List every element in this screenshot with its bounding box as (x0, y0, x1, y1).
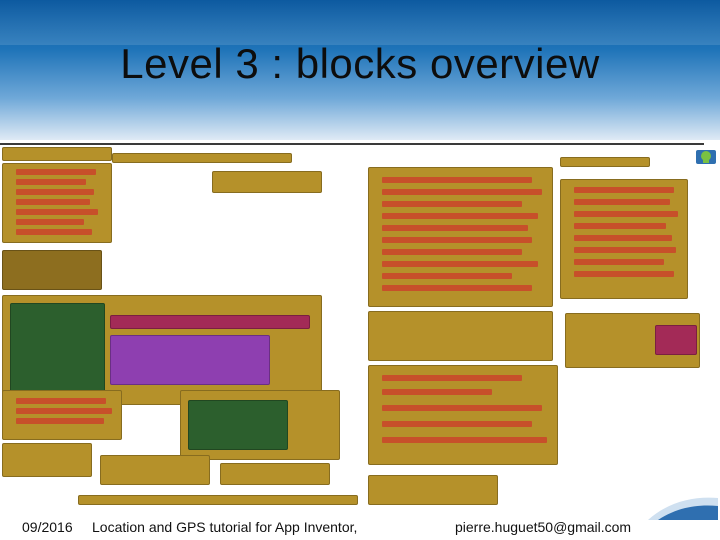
block-row (574, 223, 666, 229)
block-initialize-global-info[interactable] (560, 157, 650, 167)
block-event-right-main[interactable] (560, 179, 688, 299)
block-row (382, 273, 512, 279)
block-row (574, 259, 664, 265)
block-row (574, 247, 676, 253)
block-row (574, 187, 674, 193)
block-event-parameters[interactable] (368, 311, 553, 361)
block-row (382, 405, 542, 411)
block-set-label-text[interactable] (110, 315, 310, 329)
block-event-clock-timer[interactable] (112, 153, 292, 163)
block-row (16, 209, 98, 215)
block-row (382, 225, 528, 231)
footer-swirl-graphic (648, 497, 718, 520)
block-row (16, 418, 104, 424)
title-band (0, 0, 720, 140)
block-row (574, 199, 670, 205)
block-event-gps-tap[interactable] (100, 455, 210, 485)
block-row (16, 408, 112, 414)
block-row (382, 189, 542, 195)
android-icon (696, 150, 716, 164)
block-row (382, 261, 538, 267)
block-event-location-changed[interactable] (2, 295, 322, 405)
block-join-text[interactable] (110, 335, 270, 385)
block-row (574, 235, 672, 241)
block-if-status[interactable] (188, 400, 288, 450)
block-event-screen-initialize[interactable] (2, 163, 112, 243)
block-row (16, 229, 92, 235)
block-event-long-press[interactable] (220, 463, 330, 485)
block-row (382, 249, 522, 255)
block-row (382, 421, 532, 427)
slide-title: Level 3 : blocks overview (120, 40, 600, 87)
block-if-then[interactable] (10, 303, 105, 393)
block-row (382, 213, 538, 219)
block-row (16, 398, 106, 404)
block-row (574, 271, 674, 277)
block-row (382, 437, 547, 443)
blocks-workspace[interactable] (0, 143, 704, 507)
block-row (16, 169, 96, 175)
footer-date: 09/2016 (22, 519, 73, 535)
block-join-url[interactable] (655, 325, 697, 355)
block-event-location-sensor-changed[interactable] (368, 167, 553, 307)
block-row (16, 219, 84, 225)
block-event-button-click[interactable] (2, 390, 122, 440)
block-event-bottom[interactable] (368, 475, 498, 505)
block-initialize-global[interactable] (2, 147, 112, 161)
block-row (382, 285, 532, 291)
block-event-map-ready[interactable] (565, 313, 700, 368)
block-call-procedure[interactable] (78, 495, 358, 505)
footer-email: pierre.huguet50@gmail.com (455, 519, 632, 535)
block-event-toggle[interactable] (2, 443, 92, 477)
block-row (16, 189, 94, 195)
block-event-status-changed[interactable] (180, 390, 340, 460)
block-row (16, 199, 90, 205)
block-event-distance[interactable] (368, 365, 558, 465)
block-event-when-any[interactable] (212, 171, 322, 193)
block-row (382, 375, 522, 381)
block-row (382, 389, 492, 395)
block-row (382, 201, 522, 207)
block-row (16, 179, 86, 185)
block-procedure-display[interactable] (2, 250, 102, 290)
block-row (382, 177, 532, 183)
block-row (382, 237, 532, 243)
footer-center-text: Location and GPS tutorial for App Invent… (92, 519, 358, 535)
title-band-shine (0, 0, 720, 45)
block-row (574, 211, 678, 217)
